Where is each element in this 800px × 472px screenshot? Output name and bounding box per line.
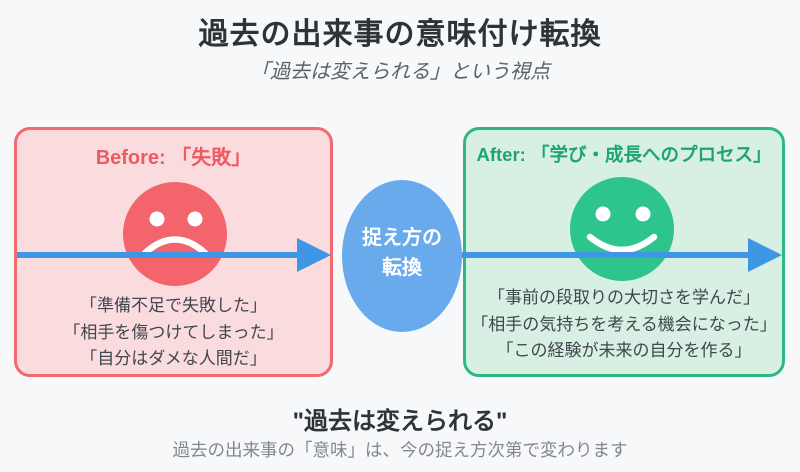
quote-line: 「相手の気持ちを考える機会になった」 xyxy=(471,314,777,334)
smiley-face-icon xyxy=(570,177,674,286)
quote-line: 「相手を傷つけてしまった」 xyxy=(63,322,284,342)
page-subtitle: 「過去は変えられる」という視点 xyxy=(250,61,550,83)
after-quotes: 「事前の段取りの大切さを学んだ」 「相手の気持ちを考える機会になった」 「この経… xyxy=(466,285,782,365)
quote-line: 「準備不足で失敗した」 xyxy=(80,296,267,315)
before-box-title: Before: 「失敗」 xyxy=(95,147,252,169)
arrow-left-shaft xyxy=(17,252,299,258)
after-box-title: After: 「学び・成長へのプロセス」 xyxy=(476,144,772,165)
quote-line: 「自分はダメな人間だ」 xyxy=(80,349,267,368)
footer-caption: 過去の出来事の「意味」は、今の捉え方次第で変わります xyxy=(172,440,628,460)
before-quotes: 「準備不足で失敗した」 「相手を傷つけてしまった」 「自分はダメな人間だ」 xyxy=(17,293,330,373)
transition-label-line1: 捉え方の xyxy=(362,227,442,249)
arrow-right-icon xyxy=(297,238,331,272)
arrow-right-icon xyxy=(748,238,782,272)
footer-headline: "過去は変えられる" xyxy=(292,408,508,435)
quote-line: 「この経験が未来の自分を作る」 xyxy=(496,341,752,360)
transition-label-line2: 転換 xyxy=(382,257,422,279)
transition-ellipse: 捉え方の 転換 xyxy=(342,180,462,332)
page-title: 過去の出来事の意味付け転換 xyxy=(198,18,602,51)
arrow-right-shaft xyxy=(402,252,750,258)
quote-line: 「事前の段取りの大切さを学んだ」 xyxy=(488,288,760,307)
sad-face-icon xyxy=(123,182,227,291)
